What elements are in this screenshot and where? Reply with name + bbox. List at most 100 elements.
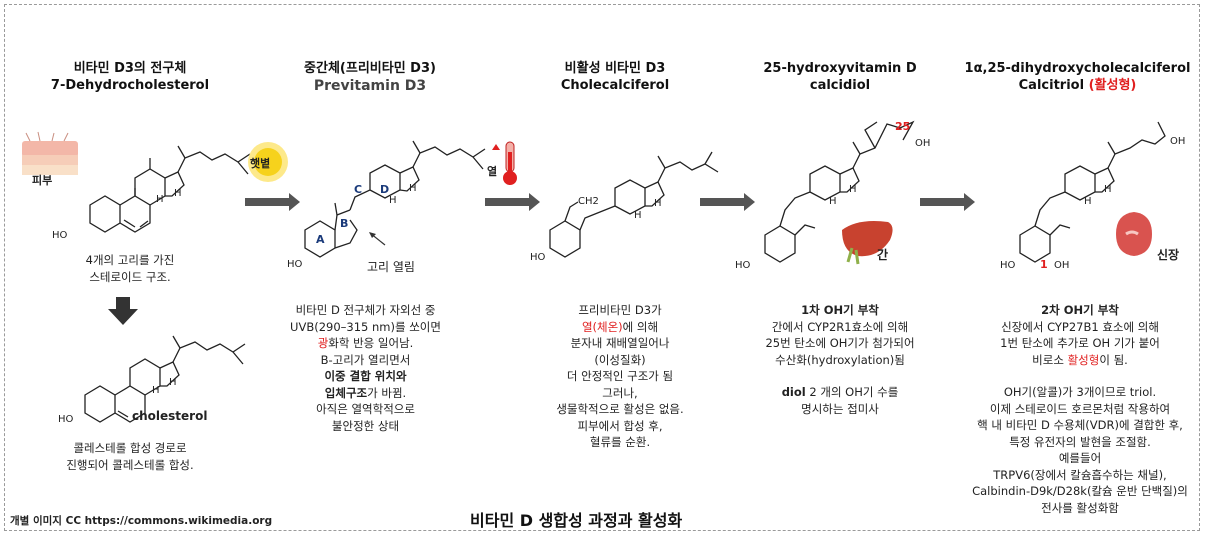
kidney-label: 신장 xyxy=(1157,248,1180,262)
svg-text:HO: HO xyxy=(58,414,74,425)
thermometer-icon xyxy=(492,141,517,185)
down-arrow-icon xyxy=(108,297,138,325)
stage-3-title-en: Cholecalciferol xyxy=(560,78,670,93)
stage-3-title-ko: 비활성 비타민 D3 xyxy=(564,61,666,76)
diagram-title: 비타민 D 생합성 과정과 활성화 xyxy=(470,511,683,530)
col3-line6: 그러나, xyxy=(602,385,638,400)
previtamin-structure: HO H H A B C D xyxy=(287,140,486,270)
col4-line1: 간에서 CYP2R1효소에 의해 xyxy=(771,319,909,334)
col2-line3-rest: 화학 반응 일어남. xyxy=(328,336,414,350)
svg-text:OH: OH xyxy=(1054,260,1069,271)
col1-desc1-line1: 4개의 고리를 가진 xyxy=(85,253,175,267)
svg-text:H: H xyxy=(1104,184,1112,195)
col3-line8: 피부에서 합성 후, xyxy=(577,418,663,433)
col4-heading: 1차 OH기 부착 xyxy=(801,303,879,317)
col3-desc: 프리비타민 D3가 열(체온)에 의해 분자내 재배열일어나 (이성질화) 더 … xyxy=(520,302,720,451)
col2-desc: 비타민 D 전구체가 자외선 중 UVB(290–315 nm)를 쏘이면 광화… xyxy=(258,302,473,434)
ho-label: HO xyxy=(52,230,68,241)
sun-icon xyxy=(248,142,288,182)
col5-more1: OH기(알콜)가 3개이므로 triol. xyxy=(1003,385,1157,399)
col5-heading: 2차 OH기 부착 xyxy=(1041,303,1119,317)
col5-more2: 이제 스테로이드 호르몬처럼 작용하여 xyxy=(989,401,1171,416)
c1-label: 1 xyxy=(1040,258,1048,271)
col4-last: 명시하는 접미사 xyxy=(801,401,879,416)
col4-diol-rest: 2 개의 OH기 수를 xyxy=(805,385,899,399)
svg-text:H: H xyxy=(849,184,857,195)
col5-more3: 핵 내 비타민 D 수용체(VDR)에 결합한 후, xyxy=(977,418,1183,432)
svg-text:H: H xyxy=(654,198,662,209)
col2-line3: 광화학 반응 일어남. xyxy=(258,335,473,352)
svg-text:H: H xyxy=(634,210,642,221)
col4-desc: 1차 OH기 부착 간에서 CYP2R1효소에 의해 25번 탄소에 OH기가 … xyxy=(740,302,940,417)
stage-1-title-en: 7-Dehydrocholesterol xyxy=(50,78,210,93)
svg-text:H: H xyxy=(1084,196,1092,207)
svg-text:H: H xyxy=(169,377,177,388)
col3-line7: 생물학적으로 활성은 없음. xyxy=(556,402,684,416)
calcitriol-structure: HO OH 1 H H OH xyxy=(1000,121,1185,271)
svg-text:H: H xyxy=(829,196,837,207)
stage-2-title-en: Previtamin D3 xyxy=(313,78,427,94)
col4-diol: diol xyxy=(781,385,806,399)
kidney-icon xyxy=(1116,212,1152,256)
svg-text:D: D xyxy=(380,183,389,196)
col4-line3: 수산화(hydroxylation)됨 xyxy=(775,352,905,367)
col2-line6-rest: 가 바뀜. xyxy=(367,385,407,400)
col1-desc2-line1: 콜레스테롤 합성 경로로 xyxy=(73,441,187,455)
col3-line5: 더 안정적인 구조가 됨 xyxy=(566,369,674,383)
stage-2-title: 중간체(프리비타민 D3) Previtamin D3 xyxy=(255,60,485,95)
diagram-frame xyxy=(4,4,1200,531)
ch2-label: CH2 xyxy=(578,196,599,207)
skin-icon xyxy=(22,131,78,175)
c25-label: 25 xyxy=(895,120,910,133)
svg-text:HO: HO xyxy=(287,259,303,270)
stage-4-title: 25-hydroxyvitamin D calcidiol xyxy=(735,60,945,94)
col4-line2: 25번 탄소에 OH기가 첨가되어 xyxy=(765,336,915,350)
col5-line3-pre: 비로소 xyxy=(1032,352,1068,367)
col3-red: 열(체온) xyxy=(581,319,623,334)
svg-text:H: H xyxy=(409,183,417,194)
col2-line7: 아직은 열역학적으로 xyxy=(316,402,415,416)
col5-more5: 예를들어 xyxy=(1058,451,1102,465)
stage-1-title-ko: 비타민 D3의 전구체 xyxy=(73,61,187,76)
stage-2-title-ko: 중간체(프리비타민 D3) xyxy=(304,61,436,76)
col5-more8: 전사를 활성화함 xyxy=(1041,500,1119,515)
skin-label: 피부 xyxy=(32,174,53,187)
svg-text:H: H xyxy=(152,385,160,396)
stage-5-title: 1α,25-dihydroxycholecalciferol Calcitrio… xyxy=(955,60,1200,94)
svg-text:C: C xyxy=(354,183,362,196)
col2-line2: UVB(290–315 nm)를 쏘이면 xyxy=(290,319,441,334)
svg-text:HO: HO xyxy=(530,252,546,263)
col5-more4: 특정 유전자의 발현을 조절함. xyxy=(1009,434,1151,449)
col2-line1: 비타민 D 전구체가 자외선 중 xyxy=(295,303,436,317)
arrow-2 xyxy=(485,193,540,211)
col2-bold1: 이중 결합 위치와 xyxy=(324,369,407,383)
col1-desc1-line2: 스테로이드 구조. xyxy=(89,269,171,284)
stage-5-title-en-main: Calcitriol xyxy=(1018,78,1085,93)
col3-line1: 프리비타민 D3가 xyxy=(578,303,662,317)
arrow-3 xyxy=(700,193,755,211)
liver-icon xyxy=(842,221,893,265)
col3-line3: 분자내 재배열일어나 xyxy=(570,336,670,350)
cholesterol-label: cholesterol xyxy=(132,409,207,423)
col3-line4: (이성질화) xyxy=(594,352,646,367)
cholecalciferol-structure: CH2 HO H H xyxy=(530,151,719,263)
stage-4-title-ko: 25-hydroxyvitamin D xyxy=(763,61,917,76)
arrow-1 xyxy=(245,193,300,211)
heat-label: 열 xyxy=(487,165,498,178)
col2-line4: B-고리가 열리면서 xyxy=(320,352,411,367)
liver-label: 간 xyxy=(877,248,889,262)
dehydrocholesterol-structure: HO H H xyxy=(52,145,251,241)
stage-5-title-en: Calcitriol (활성형) xyxy=(955,77,1200,94)
ring-open-label: 고리 열림 xyxy=(367,260,415,274)
stage-5-title-suffix: (활성형) xyxy=(1088,78,1137,93)
image-credit: 개별 이미지 CC https://commons.wikimedia.org xyxy=(10,515,273,527)
stage-1-title: 비타민 D3의 전구체 7-Dehydrocholesterol xyxy=(15,60,245,94)
col5-more7: Calbindin-D9k/D28k(칼슘 운반 단백질)의 xyxy=(972,484,1188,498)
col2-line8: 불안정한 상태 xyxy=(331,418,400,433)
svg-text:HO: HO xyxy=(735,260,751,271)
sun-label: 햇볕 xyxy=(250,157,271,170)
svg-text:OH: OH xyxy=(915,138,930,149)
stage-4-title-en: calcidiol xyxy=(809,78,871,93)
svg-text:H: H xyxy=(156,194,164,205)
calcidiol-structure: HO H H 25 OH xyxy=(735,120,930,271)
